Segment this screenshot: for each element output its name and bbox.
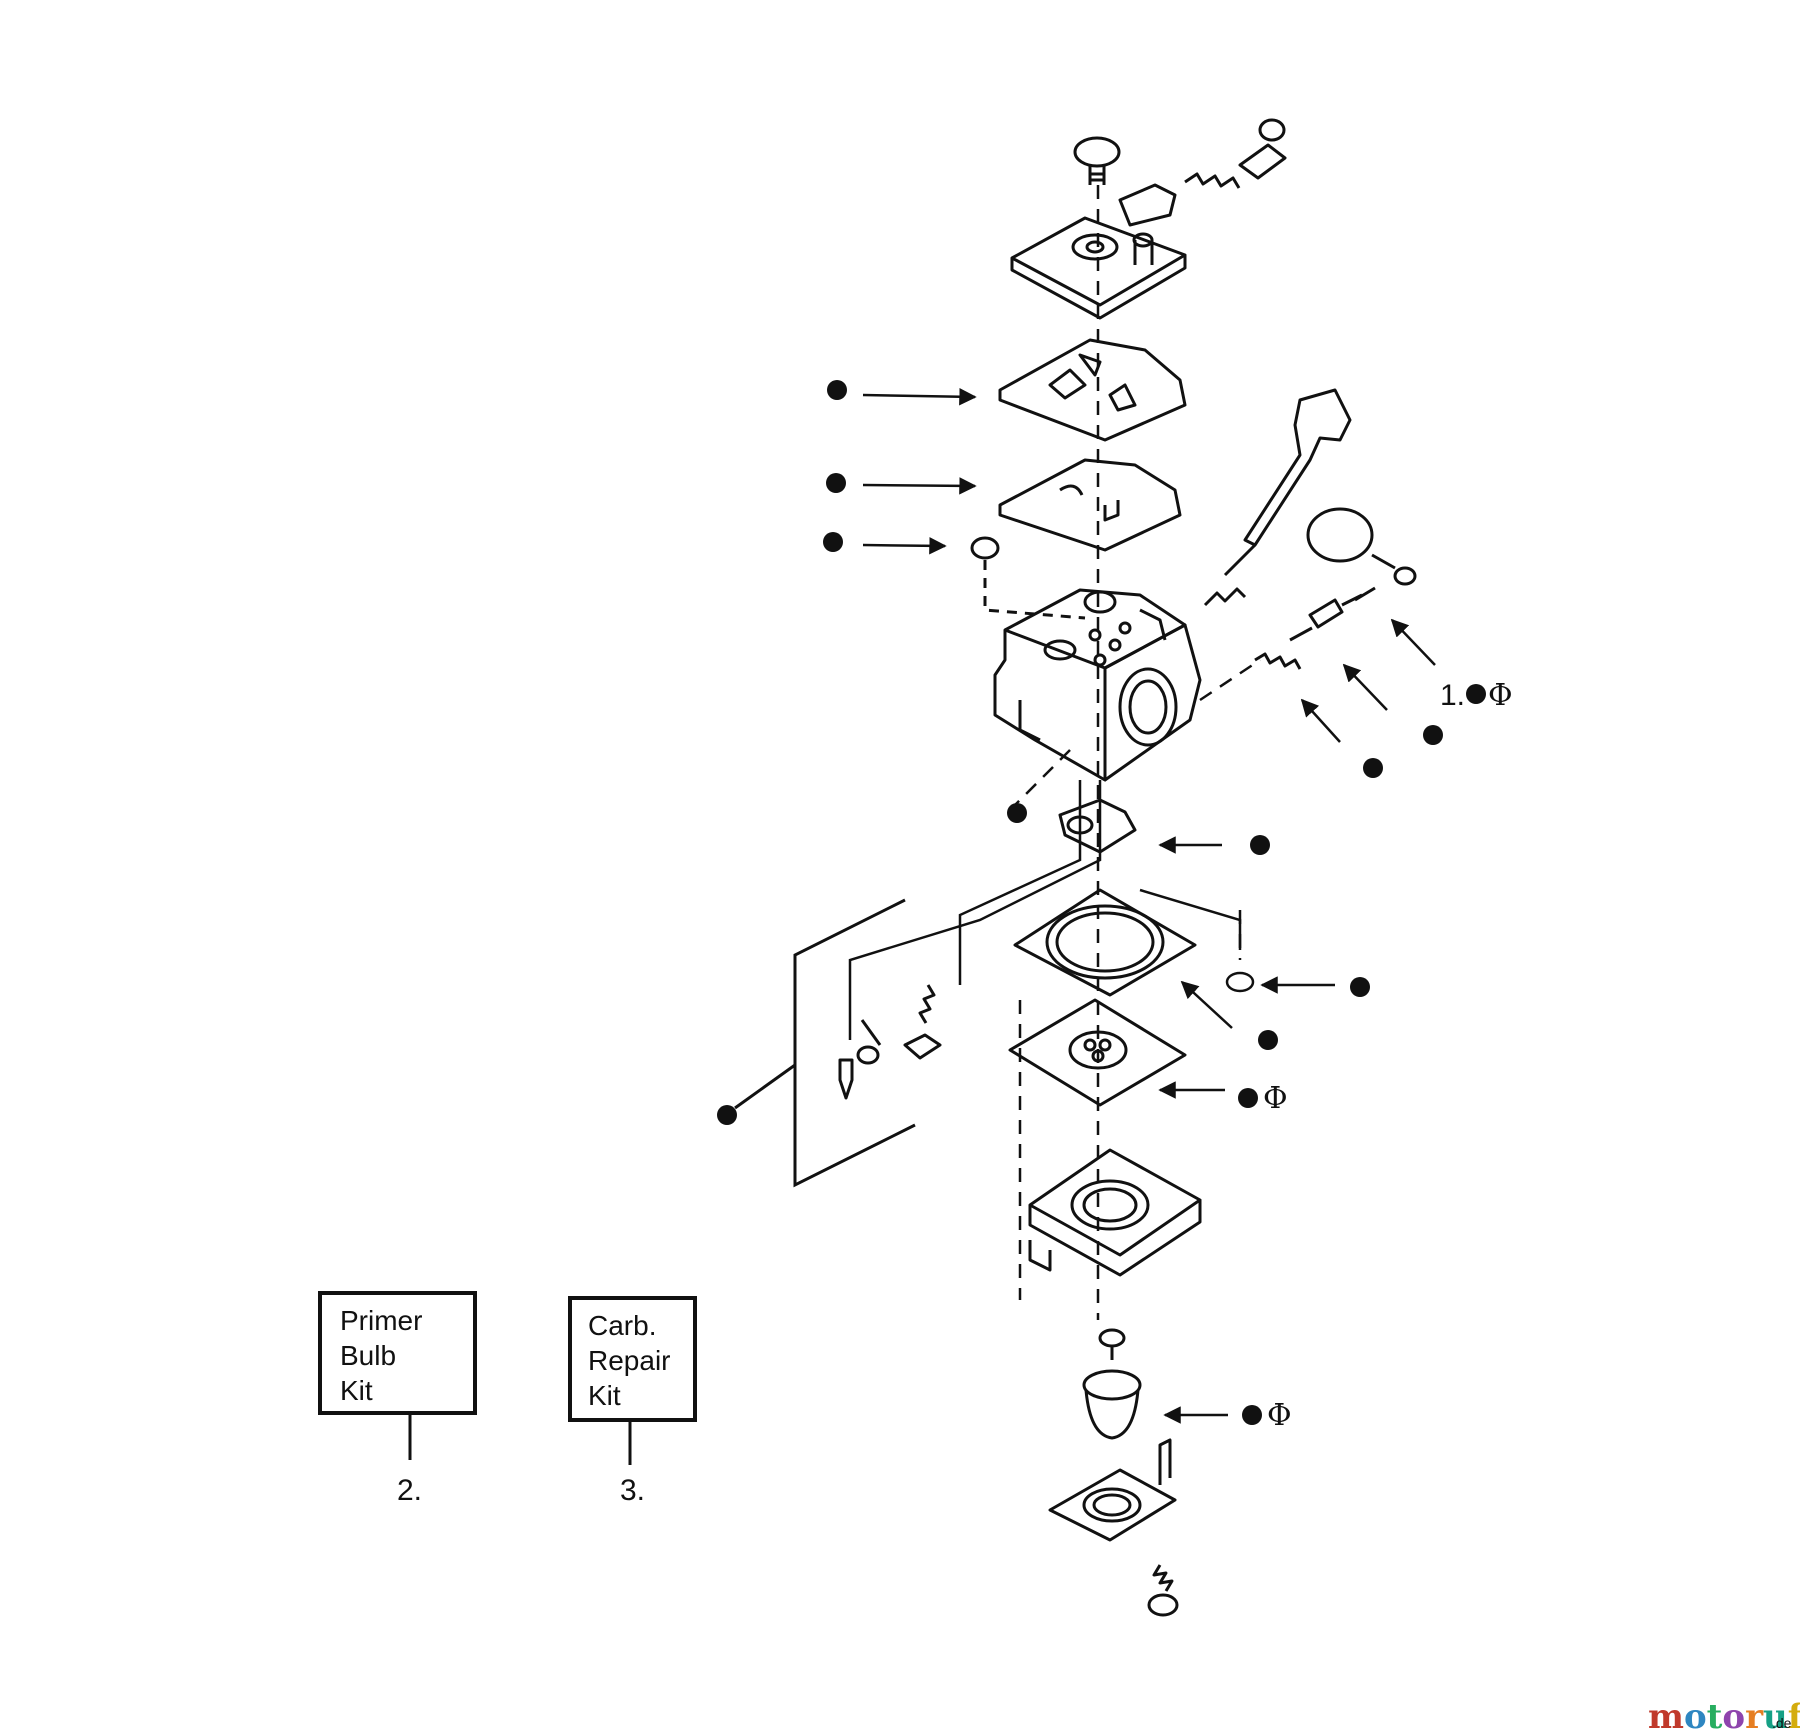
callout-dot	[1250, 835, 1270, 855]
callout-dot	[1363, 758, 1383, 778]
kit-label-line: Primer	[340, 1305, 422, 1336]
callout-dot	[1350, 977, 1370, 997]
kit-label-line: Repair	[588, 1345, 670, 1376]
retainer-screw-part	[1147, 1564, 1179, 1617]
phi-symbol: Φ	[1488, 678, 1513, 713]
callout-dot	[1007, 803, 1027, 823]
arrow-gasket	[862, 387, 977, 406]
primer-bulb-part	[1082, 1328, 1142, 1440]
inlet-screen-part	[970, 536, 1086, 620]
carb-repair-kit-box: Carb. Repair Kit 3.	[568, 1296, 697, 1507]
arrow-metering-gasket	[1180, 980, 1233, 1029]
watermark-suffix: .de	[1772, 1715, 1792, 1731]
primer-retainer-part	[1048, 1438, 1177, 1542]
metering-diaphragm-part	[1008, 998, 1187, 1107]
phi-symbol: Φ	[1267, 1398, 1292, 1433]
adjusting-screw-part	[1073, 136, 1121, 185]
mixture-needle-part	[1254, 586, 1376, 670]
callout-dot	[717, 1105, 737, 1125]
throttle-lever-part	[1118, 183, 1177, 227]
pump-gasket-part	[998, 338, 1187, 442]
callout-dot	[826, 473, 846, 493]
motoruf-watermark-logo: motoruf .de	[1648, 1697, 1800, 1735]
pump-cover-part	[1010, 216, 1187, 320]
metering-gasket-part	[1013, 888, 1197, 997]
phi-symbol: Φ	[1263, 1081, 1288, 1116]
metering-cover-part	[1028, 1148, 1202, 1277]
primer-bulb-kit-box: Primer Bulb Kit 2.	[318, 1291, 477, 1507]
arrow-needle-high	[1342, 663, 1388, 711]
throttle-shaft-part	[1203, 388, 1417, 607]
kit-label-line: Kit	[340, 1375, 373, 1406]
arrow-c1	[1390, 618, 1436, 666]
callout-dot	[1423, 725, 1443, 745]
callout-dot	[1258, 1030, 1278, 1050]
fittings-bracket	[734, 898, 916, 1188]
arrow-screen	[862, 537, 947, 555]
callout-number-1: 1.	[1440, 679, 1465, 712]
arrow-diaphragm	[862, 477, 977, 495]
kit-label-line: Kit	[588, 1380, 621, 1411]
callout-dot	[1242, 1405, 1262, 1425]
idle-screw-spring-part	[1184, 118, 1287, 189]
kit-label-line: Bulb	[340, 1340, 396, 1371]
carburetor-body-part	[993, 588, 1202, 782]
kit-ref-number: 3.	[620, 1474, 645, 1507]
callout-dot	[1466, 684, 1486, 704]
kit-ref-number: 2.	[397, 1474, 422, 1507]
callout-dot	[827, 380, 847, 400]
callout-dot	[1238, 1088, 1258, 1108]
svg-text:motoruf: motoruf	[1648, 1697, 1800, 1735]
fuel-fittings-part	[838, 984, 942, 1100]
kit-label-line: Carb.	[588, 1310, 656, 1341]
pump-diaphragm-part	[998, 458, 1182, 552]
callout-dot	[823, 532, 843, 552]
arrow-needle-low	[1300, 698, 1341, 743]
